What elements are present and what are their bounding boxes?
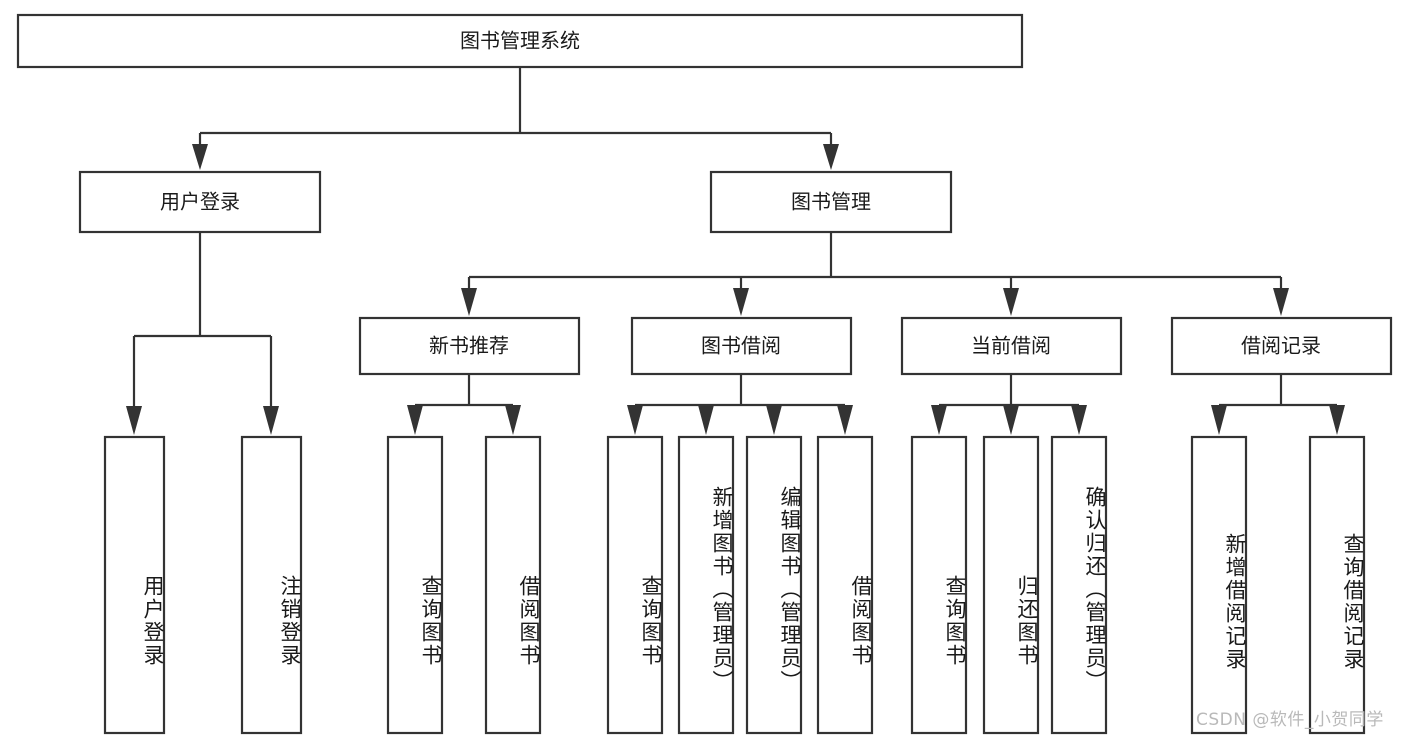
leaf-box-query-record[interactable] [1308,435,1366,735]
connectors-new-book-recommend-children [407,374,521,435]
node-book-borrow-label: 图书借阅 [701,334,781,358]
arrowhead-leaf-query-book-2 [627,405,643,435]
arrowhead-leaf-borrow-book-1 [505,405,521,435]
leaf-box-borrow-book-1[interactable] [484,435,542,735]
arrowhead-user-login [192,144,208,170]
arrowhead-leaf-edit-book [766,405,782,435]
leaf-box-confirm-return[interactable] [1050,435,1108,735]
node-current-borrow[interactable]: 当前借阅 [900,316,1123,376]
node-user-login[interactable]: 用户登录 [78,170,322,234]
node-current-borrow-box[interactable] [900,316,1123,376]
connectors-book-borrow-children [627,374,853,435]
node-new-book-recommend-label: 新书推荐 [429,334,509,358]
leaf-box-user-login[interactable] [103,435,166,735]
node-borrow-record-label: 借阅记录 [1241,334,1321,358]
leaf-box-query-book-3[interactable] [910,435,968,735]
node-user-login-label: 用户登录 [160,190,240,214]
connectors-current-borrow-children [931,374,1087,435]
leaf-box-return-book[interactable] [982,435,1040,735]
arrowhead-new-book-recommend [461,288,477,316]
leaf-box-query-book-2[interactable] [606,435,664,735]
node-borrow-record[interactable]: 借阅记录 [1170,316,1393,376]
leaf-box-borrow-book-2[interactable] [816,435,874,735]
node-book-borrow[interactable]: 图书借阅 [630,316,853,376]
arrowhead-book-borrow [733,288,749,316]
leaf-box-query-book-1[interactable] [386,435,444,735]
arrowhead-leaf-user-logout [263,406,279,435]
leaf-box-add-record[interactable] [1190,435,1248,735]
node-root[interactable]: 图书管理系统 [16,13,1024,69]
node-user-login-box[interactable] [78,170,322,234]
node-book-management-box[interactable] [709,170,953,234]
node-current-borrow-label: 当前借阅 [971,334,1051,358]
node-root-label: 图书管理系统 [460,29,580,53]
arrowhead-book-management [823,144,839,170]
connectors-user-login-children [126,232,279,435]
arrowhead-borrow-record [1273,288,1289,316]
leaf-boxes [103,435,1366,735]
connectors-borrow-record-children [1211,374,1345,435]
arrowhead-leaf-query-record [1329,405,1345,435]
arrowhead-leaf-add-record [1211,405,1227,435]
node-borrow-record-box[interactable] [1170,316,1393,376]
arrowhead-leaf-borrow-book-2 [837,405,853,435]
arrowhead-leaf-confirm-return [1071,405,1087,435]
arrowhead-current-borrow [1003,288,1019,316]
node-book-management-label: 图书管理 [791,190,871,214]
node-book-borrow-box[interactable] [630,316,853,376]
arrowhead-leaf-return-book [1003,405,1019,435]
arrowhead-leaf-query-book-3 [931,405,947,435]
node-new-book-recommend[interactable]: 新书推荐 [358,316,581,376]
node-root-box[interactable] [16,13,1024,69]
node-new-book-recommend-box[interactable] [358,316,581,376]
leaf-box-user-logout[interactable] [240,435,303,735]
connectors-root-to-level2 [192,67,839,170]
node-book-management[interactable]: 图书管理 [709,170,953,234]
arrowhead-leaf-query-book-1 [407,405,423,435]
leaf-box-edit-book[interactable] [745,435,803,735]
arrowhead-leaf-user-login [126,406,142,435]
leaf-box-add-book[interactable] [677,435,735,735]
arrowhead-leaf-add-book [698,405,714,435]
connectors-book-management-children [461,232,1289,316]
csdn-watermark: CSDN @软件_小贺同学 [1196,710,1384,730]
